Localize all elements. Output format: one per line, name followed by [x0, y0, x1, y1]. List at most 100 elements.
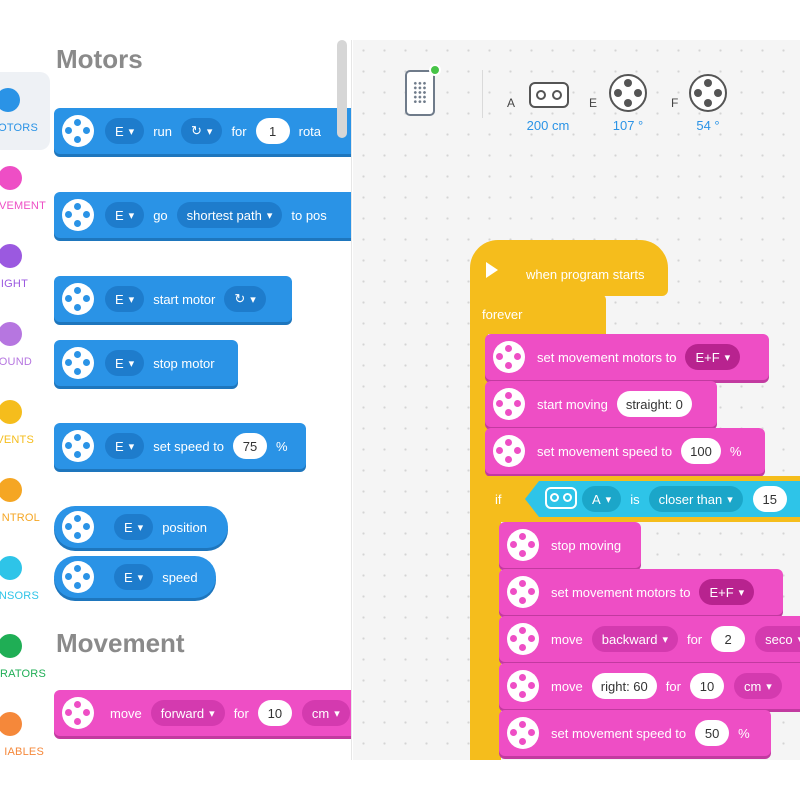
port-dropdown[interactable]: E [105, 118, 145, 144]
unit-dropdown[interactable]: cm [733, 673, 782, 699]
category-label: OUND [0, 356, 32, 368]
movement-icon [507, 670, 539, 702]
block-stop-motor[interactable]: E stop motor [54, 340, 238, 386]
speed-input[interactable]: 100 [681, 438, 721, 464]
motors-dropdown[interactable]: E+F [699, 579, 755, 605]
block-set-movement-motors[interactable]: set movement motors to E+F [485, 334, 769, 380]
category-sensors[interactable]: NSORS [0, 540, 50, 618]
block-set-speed[interactable]: E set speed to 75 % [54, 423, 306, 469]
block-text: move [551, 631, 583, 647]
category-motors[interactable]: OTORS [0, 72, 50, 150]
category-label: VENTS [0, 434, 34, 446]
port-a[interactable]: A 200 cm [503, 74, 583, 134]
if-label: if [495, 491, 502, 507]
port-dropdown[interactable]: E [114, 564, 154, 590]
port-dropdown[interactable]: E [105, 202, 145, 228]
block-speed-reporter[interactable]: E speed [54, 556, 216, 598]
category-light[interactable]: IGHT [0, 228, 50, 306]
direction-dropdown[interactable]: ↻ [181, 118, 223, 144]
block-text: set movement speed to [537, 443, 673, 459]
category-label: RATORS [0, 668, 46, 680]
block-stop-moving[interactable]: stop moving [499, 522, 641, 568]
category-operators[interactable]: RATORS [0, 618, 50, 696]
block-text: go [153, 207, 168, 223]
block-text: is [630, 491, 640, 507]
block-move[interactable]: move forward for 10 cm [54, 690, 351, 736]
block-text: to pos [291, 207, 327, 223]
speed-input[interactable]: 50 [695, 720, 730, 746]
movement-icon [493, 435, 525, 467]
forever-block[interactable]: forever [470, 294, 606, 334]
category-label: IGHT [0, 278, 28, 290]
category-sound[interactable]: OUND [0, 306, 50, 384]
block-move-backward[interactable]: move backward for 2 seco [499, 616, 800, 662]
category-variables[interactable]: IABLES [0, 696, 50, 760]
section-title-motors: Motors [56, 44, 143, 74]
port-value: 54 ° [696, 118, 720, 133]
sound-dot-icon [0, 322, 22, 346]
program-canvas[interactable]: A 200 cm E 107 ° F 54 ° when program sta… [353, 40, 800, 760]
motors-dropdown[interactable]: E+F [685, 344, 741, 370]
hat-when-program-starts[interactable]: when program starts [470, 240, 668, 296]
motor-icon [62, 283, 94, 315]
steering-input[interactable]: straight: 0 [616, 391, 692, 417]
amount-input[interactable]: 2 [711, 626, 746, 652]
category-events[interactable]: VENTS [0, 384, 50, 462]
block-text: for [231, 123, 247, 139]
amount-input[interactable]: 1 [255, 118, 290, 144]
unit-dropdown[interactable]: cm [301, 700, 350, 726]
block-start-motor[interactable]: E start motor ↻ [54, 276, 292, 322]
operators-dot-icon [0, 634, 22, 658]
steering-input[interactable]: right: 60 [591, 673, 657, 699]
port-letter: A [507, 96, 516, 110]
category-control[interactable]: NTROL [0, 462, 50, 540]
direction-dropdown[interactable]: backward [591, 626, 678, 652]
port-dropdown[interactable]: A [582, 486, 622, 512]
speed-input[interactable]: 75 [233, 433, 268, 459]
hat-label: when program starts [526, 266, 645, 282]
block-go-motor[interactable]: E go shortest path to pos [54, 192, 351, 238]
block-set-movement-speed-2[interactable]: set movement speed to 50 % [499, 710, 771, 756]
port-dropdown[interactable]: E [114, 514, 154, 540]
category-label: NTROL [1, 512, 40, 524]
port-f[interactable]: F 54 ° [669, 74, 739, 134]
compare-dropdown[interactable]: closer than [648, 486, 743, 512]
block-start-moving[interactable]: start moving straight: 0 [485, 381, 717, 427]
block-set-movement-motors-2[interactable]: set movement motors to E+F [499, 569, 783, 615]
movement-icon [507, 529, 539, 561]
block-run-motor[interactable]: E run ↻ for 1 rota [54, 108, 351, 154]
motor-icon [62, 561, 94, 593]
block-set-movement-speed[interactable]: set movement speed to 100 % [485, 428, 765, 474]
amount-input[interactable]: 10 [257, 700, 292, 726]
port-dropdown[interactable]: E [105, 433, 145, 459]
distance-input[interactable]: 15 [752, 486, 787, 512]
divider [482, 70, 483, 118]
block-text: set speed to [153, 438, 225, 454]
direction-dropdown[interactable]: forward [150, 700, 225, 726]
block-text: % [729, 443, 742, 459]
collapse-icon[interactable]: ┘┘ [2, 40, 22, 43]
amount-input[interactable]: 10 [689, 673, 724, 699]
movement-icon [507, 623, 539, 655]
category-movement[interactable]: VEMENT [0, 150, 50, 228]
distance-condition[interactable]: A is closer than 15 [525, 481, 800, 517]
unit-dropdown[interactable]: seco [755, 626, 800, 652]
hub-icon[interactable] [405, 64, 441, 116]
port-e[interactable]: E 107 ° [587, 74, 657, 134]
block-text: speed [162, 569, 198, 585]
port-dropdown[interactable]: E [105, 350, 145, 376]
block-move-right[interactable]: move right: 60 for 10 cm [499, 663, 800, 709]
section-title-movement: Movement [56, 628, 185, 658]
sensors-dot-icon [0, 556, 22, 580]
connection-status-icon [429, 64, 441, 76]
category-strip: ┘┘ OTORS VEMENT IGHT OUND VENTS NTROL NS… [0, 40, 50, 760]
port-dropdown[interactable]: E [105, 286, 145, 312]
distance-sensor-icon [545, 487, 577, 509]
block-position-reporter[interactable]: E position [54, 506, 228, 548]
palette-scrollbar[interactable] [337, 40, 347, 138]
path-dropdown[interactable]: shortest path [176, 202, 283, 228]
category-label: VEMENT [0, 200, 46, 212]
direction-dropdown[interactable]: ↻ [224, 286, 266, 312]
port-letter: E [589, 96, 598, 110]
port-value: 107 ° [612, 118, 644, 133]
